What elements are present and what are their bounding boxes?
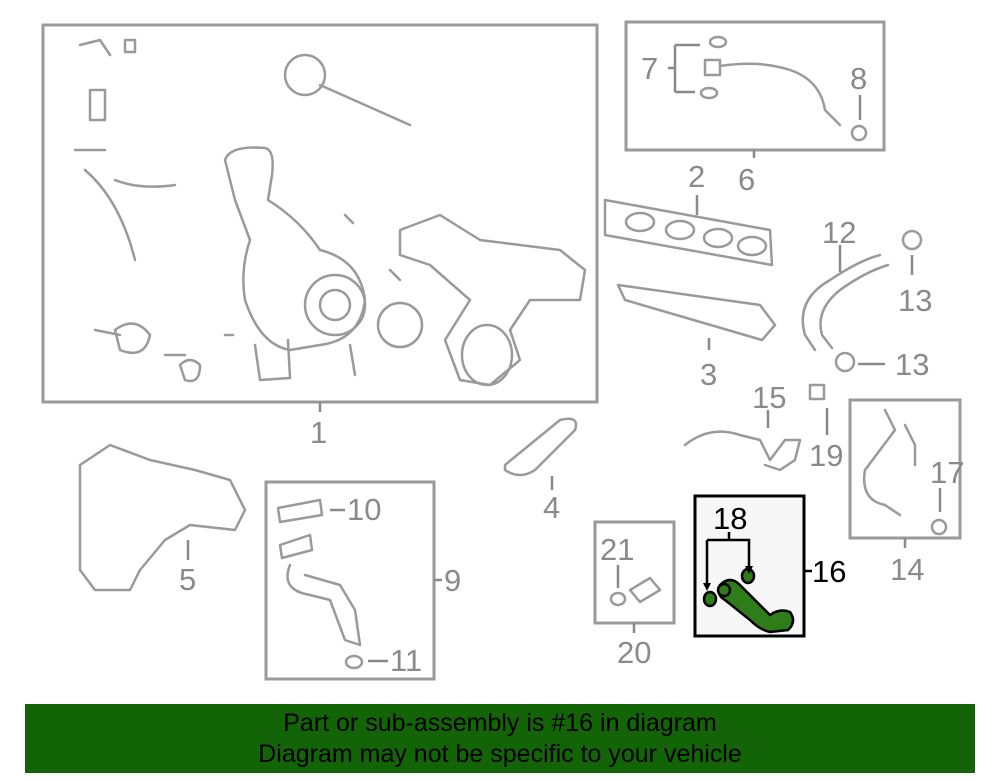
callout-1: 1 [310, 415, 327, 450]
coolant-pipe-drawing[interactable] [862, 408, 917, 517]
callout-21: 21 [600, 532, 634, 567]
oil-feed-pipe-box[interactable] [624, 20, 886, 152]
banner-line-1: Part or sub-assembly is #16 in diagram [283, 709, 717, 737]
turbocharger-drawing[interactable] [73, 38, 587, 387]
hose-12-drawing[interactable] [801, 253, 890, 352]
exhaust-manifold-gasket-drawing[interactable] [603, 198, 777, 342]
banner-line-2: Diagram may not be specific to your vehi… [258, 740, 742, 768]
callout-10: 10 [347, 492, 381, 527]
oil-return-pipe-drawing[interactable] [276, 498, 364, 670]
info-banner: Part or sub-assembly is #16 in diagram D… [25, 704, 975, 773]
hose-15-drawing[interactable] [683, 430, 802, 472]
seal-18-left [702, 590, 718, 608]
callout-16: 16 [812, 554, 846, 589]
callout-20: 20 [617, 635, 651, 670]
callout-3: 3 [700, 357, 717, 392]
washer-21-drawing[interactable] [609, 591, 627, 607]
oil-feed-pipe-drawing[interactable] [699, 35, 868, 142]
heat-shield-drawing[interactable] [78, 443, 247, 592]
callout-11: 11 [390, 643, 422, 678]
bracket-4-drawing[interactable] [503, 417, 578, 477]
callout-19: 19 [809, 438, 843, 473]
callout-2: 2 [688, 159, 705, 194]
clamp-13-lower-drawing[interactable] [834, 351, 856, 373]
sensor-20-drawing[interactable] [628, 576, 662, 604]
clamp-19-drawing[interactable] [808, 383, 826, 401]
callout-4: 4 [543, 490, 560, 525]
callout-5: 5 [179, 562, 196, 597]
callout-9: 9 [444, 563, 461, 598]
callout-6: 6 [738, 162, 755, 197]
callout-18: 18 [713, 501, 747, 536]
callout-12: 12 [822, 215, 856, 250]
callout-7: 7 [641, 51, 658, 86]
callout-13-upper: 13 [898, 283, 932, 318]
clamp-13-drawing[interactable] [901, 229, 923, 251]
callout-14: 14 [890, 552, 924, 587]
oil-return-hose-16-drawing[interactable] [702, 567, 795, 634]
callout-13-lower: 13 [895, 347, 929, 382]
callout-15: 15 [752, 380, 786, 415]
callout-17: 17 [930, 455, 964, 490]
callout-8: 8 [850, 61, 867, 96]
